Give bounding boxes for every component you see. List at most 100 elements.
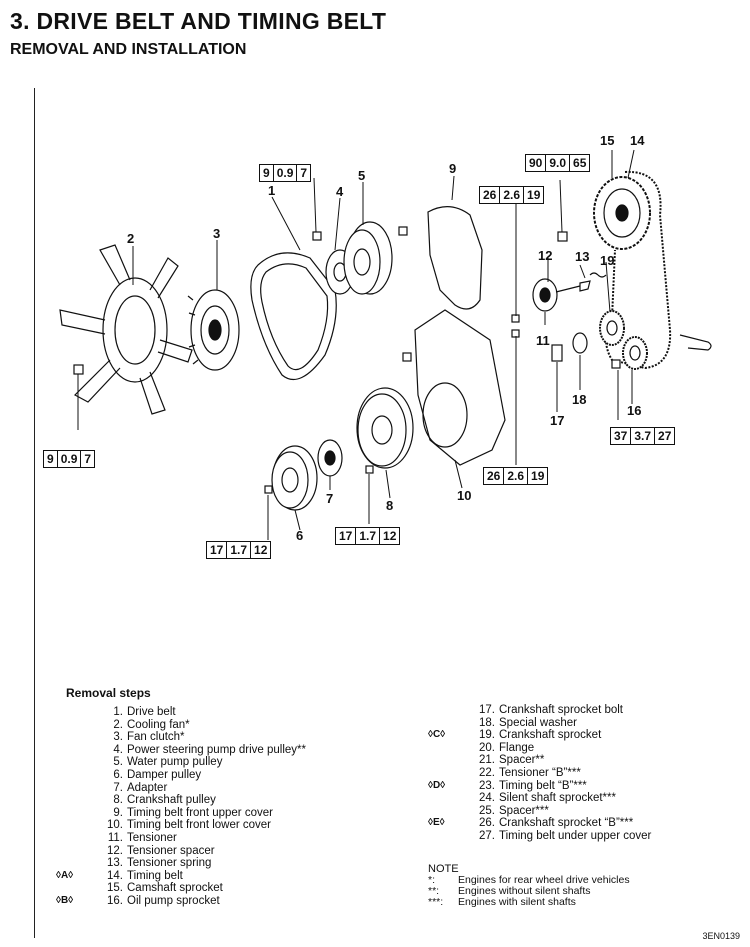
service-point-marker: [428, 742, 470, 755]
torque-ftlbs: 65: [569, 155, 589, 171]
removal-step-item: ◊C◊19.Crankshaft sprocket: [428, 729, 651, 742]
callout-12: 12: [538, 248, 552, 263]
step-number: 13.: [107, 857, 123, 870]
step-text: Cooling fan*: [127, 718, 190, 731]
removal-step-item: ◊E◊26.Crankshaft sprocket “B”***: [428, 817, 651, 830]
step-number: 21.: [479, 754, 495, 767]
service-point-marker: [428, 830, 470, 843]
note-symbol: ***:: [428, 896, 444, 908]
step-number: 3.: [113, 731, 123, 744]
removal-step-item: 22.Tensioner “B”***: [428, 767, 651, 780]
torque-spec-box: 17 1.7 12: [206, 541, 272, 559]
note-text: Engines for rear wheel drive vehicles: [458, 874, 630, 886]
step-number: 18.: [479, 716, 495, 729]
step-number: 11.: [107, 831, 123, 844]
callout-14: 14: [630, 133, 645, 148]
step-text: Oil pump sprocket: [127, 894, 220, 907]
step-text: Special washer: [499, 716, 577, 729]
step-text: Flange: [499, 741, 535, 754]
section-subtitle: REMOVAL AND INSTALLATION: [10, 41, 247, 58]
removal-step-item: 17. Crankshaft sprocket bolt: [428, 704, 651, 717]
step-number: 19.: [479, 729, 495, 742]
removal-step-item: 27. Timing belt under upper cover: [428, 830, 651, 843]
service-point-marker: [56, 756, 98, 769]
step-text: Crankshaft pulley: [127, 794, 216, 807]
torque-spec-box: 17 1.7 12: [335, 527, 401, 545]
service-point-marker: ◊C◊: [428, 729, 446, 741]
torque-nm: 90: [529, 156, 543, 170]
callout-8: 8: [386, 498, 393, 513]
service-point-marker: ◊E◊: [428, 817, 445, 829]
removal-step-item: 24.Silent shaft sprocket***: [428, 792, 651, 805]
note-item: **: Engines without silent shafts: [428, 886, 630, 897]
callout-1: 1: [268, 183, 275, 198]
step-number: 26.: [479, 817, 495, 830]
step-number: 8.: [113, 794, 123, 807]
step-number: 7.: [113, 781, 123, 794]
removal-step-item: 10. Timing belt front lower cover: [56, 819, 306, 832]
step-number: 20.: [479, 741, 495, 754]
torque-nm: 9: [47, 452, 54, 466]
step-text: Tensioner spring: [127, 857, 212, 870]
note-text: Engines without silent shafts: [458, 885, 591, 897]
fan-clutch-drawing: [187, 289, 240, 371]
torque-spec-box: 26 2.6 19: [483, 467, 549, 485]
upper-cover-drawing: [427, 206, 483, 310]
callout-10: 10: [457, 488, 471, 503]
step-number: 23.: [479, 779, 495, 792]
step-number: 4.: [113, 743, 123, 756]
step-number: 5.: [113, 756, 123, 769]
torque-ftlbs: 19: [523, 187, 543, 203]
service-point-marker: [56, 794, 98, 807]
callout-17: 17: [550, 413, 564, 428]
torque-kgm: 3.7: [630, 428, 654, 444]
service-point-marker: [56, 731, 98, 744]
callout-13: 13: [575, 249, 589, 264]
callout-16: 16: [627, 403, 641, 418]
note-item: ***:Engines with silent shafts: [428, 897, 630, 908]
step-text: Crankshaft sprocket bolt: [499, 704, 624, 716]
step-number: 27.: [479, 829, 495, 842]
torque-ftlbs: 12: [379, 528, 399, 544]
removal-step-item: ◊D◊23.Timing belt “B”***: [428, 780, 651, 793]
service-point-marker: [56, 782, 98, 795]
callout-6: 6: [296, 528, 303, 543]
step-number: 17.: [479, 704, 495, 716]
torque-nm: 37: [614, 429, 628, 443]
torque-nm: 17: [339, 529, 353, 543]
step-text: Power steering pump drive pulley**: [127, 743, 306, 756]
service-point-marker: [428, 754, 470, 767]
step-text: Spacer***: [499, 804, 549, 817]
step-text: Water pump pulley: [127, 756, 223, 769]
step-text: Spacer**: [499, 754, 545, 767]
service-point-marker: [56, 719, 98, 732]
step-number: 2.: [113, 718, 123, 731]
special-washer-drawing: [572, 332, 588, 354]
step-text: Timing belt front lower cover: [127, 819, 272, 832]
damper-pulley-drawing: [271, 445, 318, 511]
note-block: NOTE *: Engines for rear wheel drive vehi…: [428, 864, 630, 908]
camshaft-sprocket-drawing: [593, 176, 651, 250]
note-symbol: *:: [428, 874, 436, 886]
removal-step-item: 20. Flange: [428, 742, 651, 755]
step-text: Timing belt under upper cover: [499, 829, 652, 842]
callout-19: 19: [600, 253, 614, 268]
service-point-marker: ◊B◊: [56, 894, 74, 906]
removal-step-item: 3.Fan clutch*: [56, 731, 306, 744]
removal-step-item: 7.Adapter: [56, 782, 306, 795]
removal-step-item: 12.Tensioner spacer: [56, 845, 306, 858]
step-number: 1.: [113, 706, 123, 718]
step-number: 16.: [107, 894, 123, 907]
step-text: Tensioner “B”***: [499, 766, 581, 779]
torque-spec-box: 9 0.9 7: [43, 450, 96, 468]
note-symbol: **:: [428, 885, 440, 897]
exploded-parts-diagram: 1 2 3 4 5 6 7 8 9 10 11 12 13 14 15 16 1…: [59, 133, 712, 543]
torque-nm: 17: [210, 543, 224, 557]
step-number: 10.: [107, 819, 123, 832]
removal-step-item: 6.Damper pulley: [56, 769, 306, 782]
timing-belt-drawing: [605, 170, 672, 370]
removal-step-item: 15.Camshaft sprocket: [56, 882, 306, 895]
callout-5: 5: [358, 168, 365, 183]
note-heading: NOTE: [428, 863, 459, 875]
